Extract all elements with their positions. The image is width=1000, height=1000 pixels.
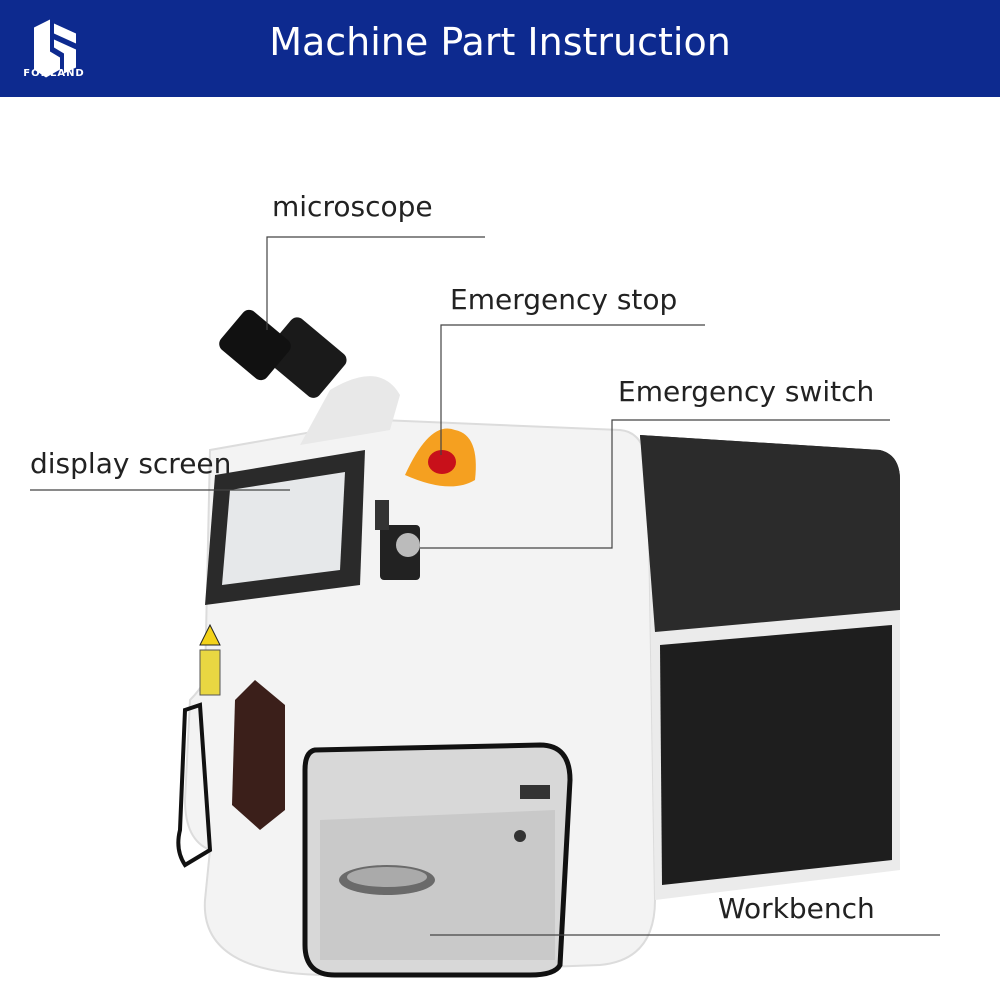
- microscope-label: microscope: [272, 190, 433, 223]
- emergency-stop-label: Emergency stop: [450, 283, 678, 316]
- microscope: [219, 309, 400, 445]
- display-screen-label: display screen: [30, 447, 232, 480]
- emergency-switch-label: Emergency switch: [618, 375, 875, 408]
- emergency-switch: [375, 500, 420, 580]
- header-banner: FONLAND Machine Part Instruction: [0, 0, 1000, 97]
- emergency-stop-leader-line: [440, 324, 705, 455]
- emergency-switch-leader-line: [420, 419, 890, 549]
- laser-welding-machine-illustration: [176, 309, 900, 978]
- fonland-logo-icon: [34, 19, 76, 78]
- microscope-leader-line: [266, 236, 485, 330]
- page-title: Machine Part Instruction: [269, 20, 731, 64]
- logo-text: FONLAND: [23, 68, 85, 79]
- workbench-label: Workbench: [718, 892, 875, 925]
